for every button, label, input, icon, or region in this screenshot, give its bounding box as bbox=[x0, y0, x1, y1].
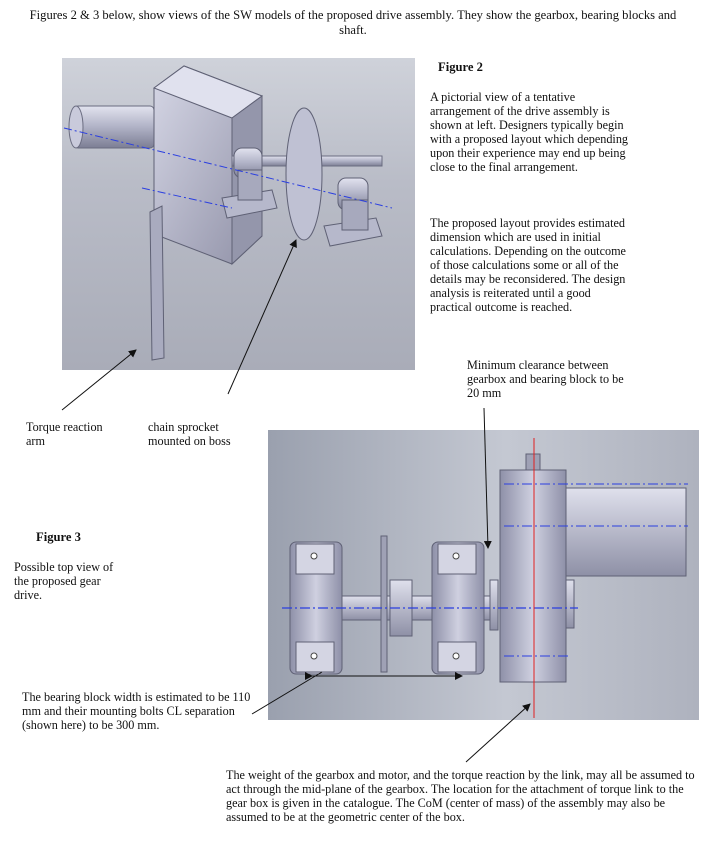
figure2-para1: A pictorial view of a tentative arrangem… bbox=[430, 90, 629, 174]
bearing-block-left bbox=[289, 541, 343, 675]
sprocket-disc bbox=[380, 535, 388, 673]
figure2-para2: The proposed layout provides estimated d… bbox=[430, 216, 626, 314]
figure3-top-view-render bbox=[268, 430, 699, 720]
figure2-title: Figure 2 bbox=[438, 60, 483, 74]
figure3-drawing bbox=[282, 438, 688, 718]
figure3-title: Figure 3 bbox=[36, 530, 81, 544]
torque-arm-label: Torque reaction arm bbox=[26, 420, 103, 448]
figure3-caption: Possible top view of the proposed gear d… bbox=[14, 560, 114, 602]
chain-sprocket bbox=[285, 107, 323, 241]
bearing-block-2 bbox=[323, 177, 383, 247]
motor bbox=[565, 487, 687, 577]
gearbox-top-view bbox=[499, 453, 687, 683]
intro-text: Figures 2 & 3 below, show views of the S… bbox=[29, 8, 677, 37]
bearing-width-note: The bearing block width is estimated to … bbox=[22, 690, 251, 732]
sprocket-label: chain sprocket mounted on boss bbox=[148, 420, 231, 448]
weight-note: The weight of the gearbox and motor, and… bbox=[226, 768, 695, 824]
figure2-pictorial-render bbox=[62, 58, 415, 370]
clearance-note: Minimum clearance between gearbox and be… bbox=[467, 358, 624, 400]
figure2-drawing bbox=[63, 65, 393, 361]
torque-link-stub bbox=[525, 453, 541, 471]
motor-cylinder bbox=[68, 105, 155, 149]
torque-reaction-arm bbox=[149, 205, 165, 361]
